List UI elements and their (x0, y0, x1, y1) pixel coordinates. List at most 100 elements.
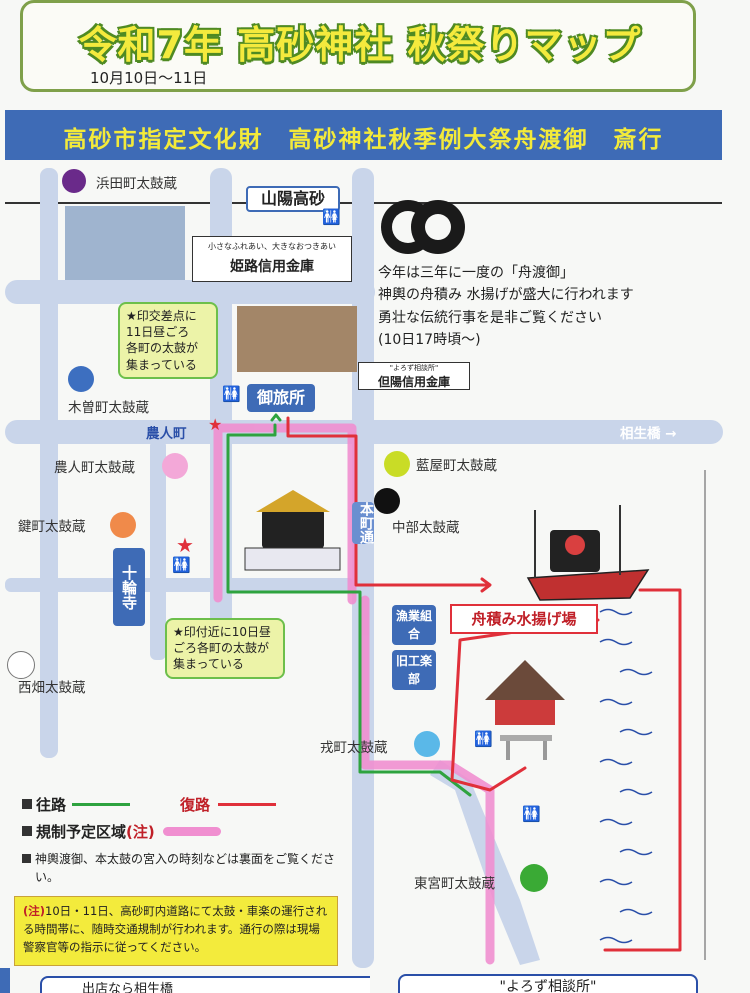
restricted-path-1 (213, 423, 357, 605)
motomachi-dori-label: 本町通 (352, 502, 374, 544)
outbound-arrow-head (270, 413, 282, 422)
gathering-star-bottom: ★ (176, 533, 194, 557)
cultural-asset-banner (5, 110, 722, 160)
notice-text: 10日・11日、高砂町内道路にて太鼓・車楽の運行される時間帯に、随時交通規制が行… (23, 904, 328, 954)
bullet-square-icon (22, 826, 32, 836)
marker-ebisucho (414, 731, 440, 757)
bottom-left-edge (0, 968, 10, 993)
restricted-path-3 (360, 595, 495, 965)
tanyo-small: "よろず相談所" (389, 364, 439, 372)
old-kyurakubu-label: 旧工楽部 (392, 650, 436, 690)
label-kagimachi: 鍵町太鼓蔵 (18, 519, 86, 535)
himeji-bank-name: 姫路信用金庫 (230, 259, 314, 275)
road-side-vertical (150, 440, 166, 660)
marker-kisocho (68, 366, 94, 392)
info-line-2: 神輿の舟積み 水揚げが盛大に行われます (378, 287, 634, 304)
nojincho-label: 農人町 (146, 426, 187, 442)
legend-return-label: 復路 (180, 795, 211, 814)
restroom-icon: 🚻 (322, 208, 341, 226)
label-chubu: 中部太鼓蔵 (392, 520, 460, 536)
gathering-note-top: ★印交差点に 11日昼ごろ 各町の太鼓が 集まっている (118, 302, 218, 379)
legend-restricted-note: (注) (126, 822, 155, 841)
legend-return-line (218, 802, 277, 806)
bullet-square-icon (22, 854, 31, 863)
label-aiyacho: 藍屋町太鼓蔵 (416, 458, 497, 474)
tanyo-bank-name: 但陽信用金庫 (377, 375, 450, 389)
return-arrow-head-1 (480, 577, 492, 593)
marker-chubu (374, 488, 400, 514)
sea-waves (599, 470, 706, 960)
legend-restricted-label: 規制予定区域 (36, 822, 127, 841)
himeji-slogan: 小さなふれあい、大きなおつきあい (208, 242, 336, 251)
shrine-crest-icon (381, 200, 465, 254)
info-line-3: 勇壮な伝統行事を是非ご覧ください (378, 309, 602, 326)
label-hamadacho: 浜田町太鼓蔵 (96, 176, 177, 192)
schedule-note-text: 神輿渡御、本太鼓の宮入の時刻などは裏面をご覧ください。 (35, 852, 336, 884)
legend-row-routes: 往路 復路 (22, 792, 322, 816)
marker-nojincho (162, 453, 188, 479)
marker-aiyacho (384, 451, 410, 477)
funazumi-mizuage-label: 舟積み水揚げ場 (450, 604, 598, 634)
otabisho-building-image (237, 306, 357, 372)
map-title: 令和7年 高砂神社 秋祭りマップ (78, 23, 642, 67)
label-nishibata: 西畑太鼓蔵 (18, 680, 86, 696)
tanyo-shinkin-sign: "よろず相談所" 但陽信用金庫 (358, 362, 470, 390)
note-top-line-4: 集まっている (126, 357, 197, 372)
boat-illustration (526, 505, 650, 601)
funatogyo-info: 今年は三年に一度の「舟渡御」 神輿の舟積み 水揚げが盛大に行われます 勇壮な伝統… (378, 262, 708, 352)
road-lower-horizontal (5, 578, 355, 592)
return-path-1 (286, 416, 490, 587)
return-path-3 (603, 588, 682, 952)
label-ebisucho: 戎町太鼓蔵 (320, 740, 388, 756)
restricted-zone (213, 423, 495, 965)
info-line-1: 今年は三年に一度の「舟渡御」 (378, 265, 574, 281)
bottom-panel-left: 出店なら相生橋 (40, 976, 370, 993)
station-sanyo-takasago: 山陽高砂 (246, 186, 340, 212)
aioi-bridge-label: 相生橋 → (620, 426, 677, 442)
label-nojincho: 農人町太鼓蔵 (54, 460, 135, 476)
bullet-square-icon (22, 799, 32, 809)
note-top-line-2: 11日昼ごろ (126, 325, 190, 340)
traffic-notice: (注)10日・11日、高砂町内道路にて太鼓・車楽の運行される時間帯に、随時交通規… (14, 896, 338, 966)
jurinji-label: 十輪寺 (113, 548, 145, 626)
notice-prefix: (注) (23, 904, 46, 918)
note-top-line-1: ★印交差点に (126, 309, 197, 323)
festival-dates: 10月10日～11日 (90, 69, 208, 87)
title-frame (20, 0, 696, 92)
restroom-icon-jurinji: 🚻 (172, 556, 191, 574)
note-bottom-line-3: 集まっている (173, 657, 244, 672)
legend-row-restricted: 規制予定区域 (注) (22, 816, 322, 846)
note-bottom-line-2: ごろ各町の太鼓が (173, 641, 270, 656)
label-kisocho: 木曽町太鼓蔵 (68, 400, 149, 416)
marker-higashimiya (520, 864, 548, 892)
road-diagonal (430, 760, 540, 965)
legend-outbound-line (72, 802, 131, 806)
note-bottom-line-1: ★印付近に10日昼 (173, 625, 272, 639)
bottom-right-text: "よろず相談所" (499, 979, 597, 993)
shrine-illustration (485, 660, 565, 760)
bank-building-image (65, 206, 185, 280)
gyogyo-kumiai-label: 漁業組合 (392, 605, 436, 645)
marker-nishibata (7, 651, 35, 679)
mikoshi-illustration (244, 490, 341, 571)
label-higashimiya: 東宮町太鼓蔵 (414, 876, 495, 892)
himeji-shinkin-sign: 小さなふれあい、大きなおつきあい 姫路信用金庫 (192, 236, 352, 282)
outbound-route (226, 413, 472, 797)
restroom-icon-east: 🚻 (522, 805, 541, 823)
marker-kagimachi (110, 512, 136, 538)
note-top-line-3: 各町の太鼓が (126, 341, 199, 356)
roads (5, 168, 723, 968)
otabisho-label: 御旅所 (247, 384, 315, 412)
bottom-left-text: 出店なら相生橋 (82, 982, 174, 993)
road-west-vertical (40, 168, 58, 758)
bottom-panel-right: "よろず相談所" (398, 974, 698, 993)
legend-schedule-note: 神輿渡御、本太鼓の宮入の時刻などは裏面をご覧ください。 (22, 850, 352, 886)
marker-hamadacho (62, 169, 86, 193)
legend-outbound-label: 往路 (36, 795, 67, 814)
banner-text: 高砂市指定文化財 高砂神社秋季例大祭舟渡御 斎行 (63, 126, 664, 153)
gathering-note-bottom: ★印付近に10日昼 ごろ各町の太鼓が 集まっている (165, 618, 285, 679)
road-upper-horizontal (5, 280, 375, 304)
gathering-star-top: ★ (208, 415, 222, 434)
route-legend: 往路 復路 規制予定区域 (注) 神輿渡御、本太鼓の宮入の時刻などは裏面をご覧く… (22, 792, 335, 886)
